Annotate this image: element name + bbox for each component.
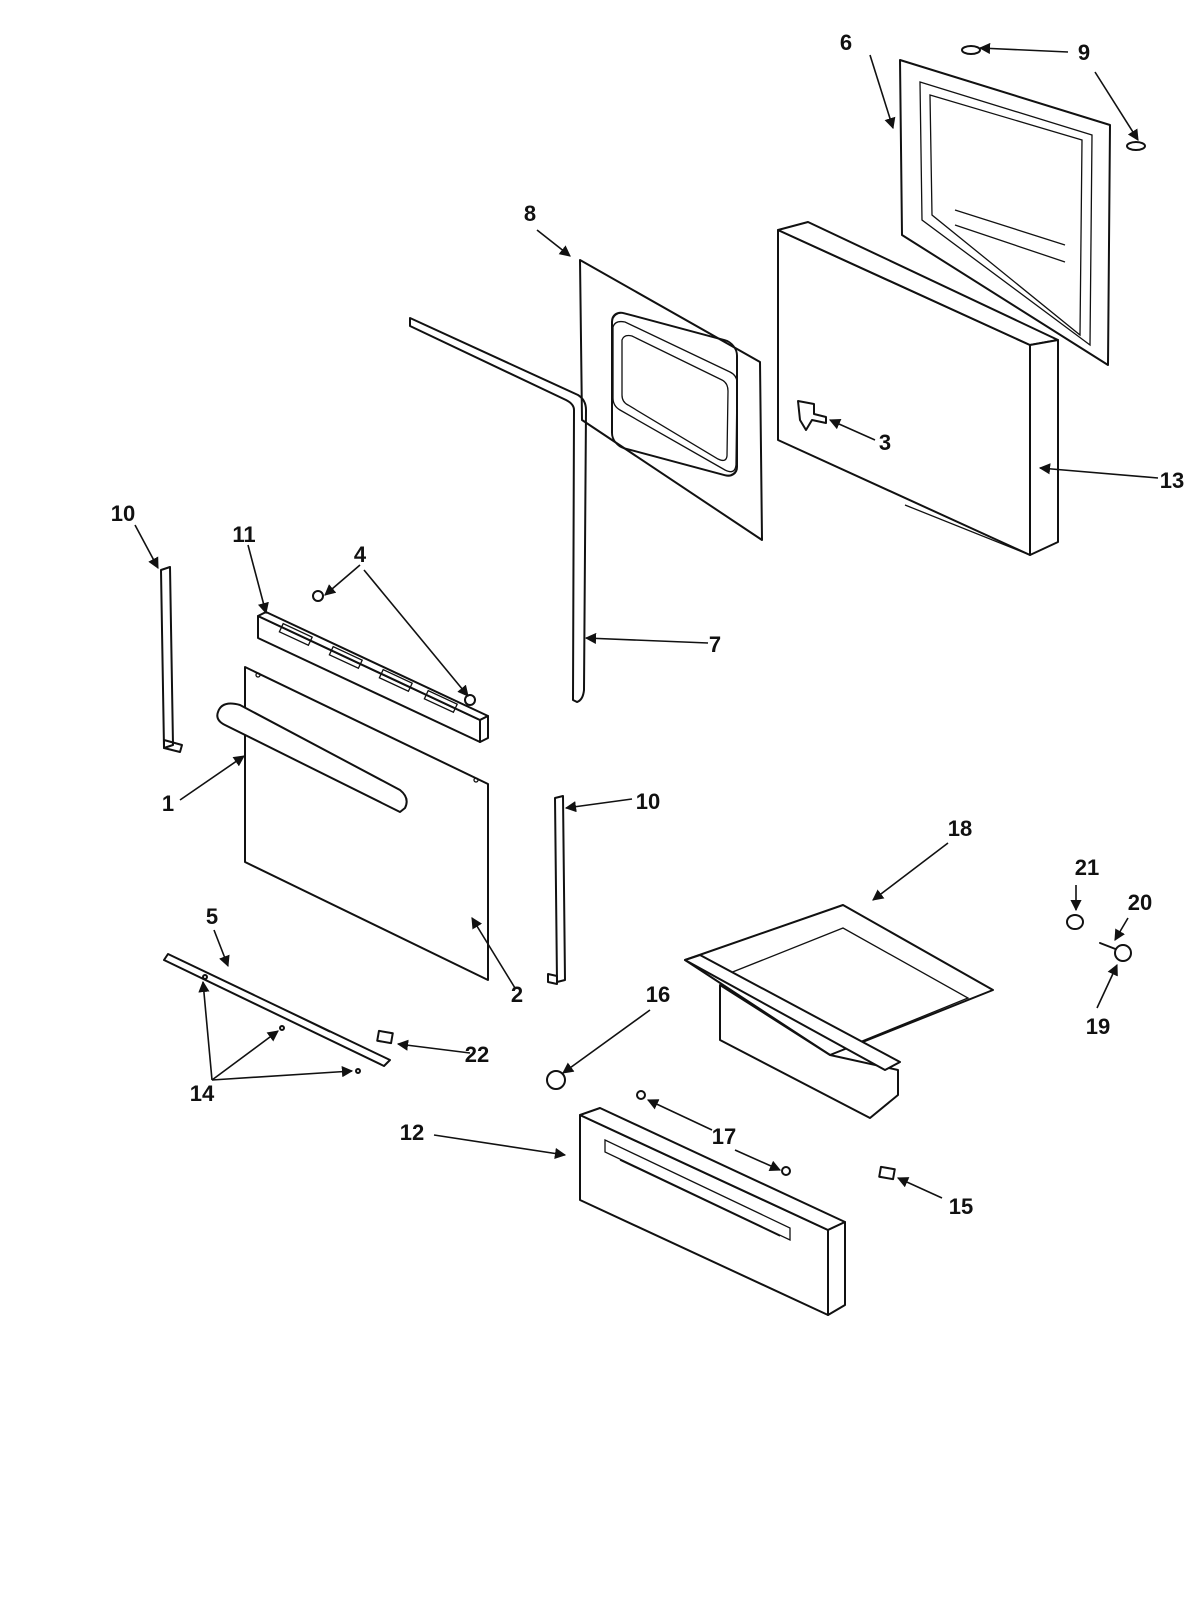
- leader-lines: [134, 42, 1159, 1199]
- part-22-clip: [376, 1029, 394, 1045]
- callout-10-left: 10: [111, 501, 135, 526]
- part-21-nut: [1066, 914, 1084, 930]
- part-14-fasteners: [202, 974, 361, 1074]
- part-1-handle: [216, 702, 408, 813]
- callout-4: 4: [354, 542, 367, 567]
- callout-7: 7: [709, 632, 721, 657]
- callout-2: 2: [511, 982, 523, 1007]
- part-15-clip: [878, 1165, 896, 1181]
- part-11-vent-trim: [257, 611, 489, 743]
- callout-13: 13: [1160, 468, 1184, 493]
- part-8-door-liner: [579, 259, 763, 541]
- callout-15: 15: [949, 1194, 973, 1219]
- part-20-roller-stud: [1099, 942, 1119, 951]
- callout-3: 3: [879, 430, 891, 455]
- part-17-screws: [636, 1090, 791, 1176]
- callout-12: 12: [400, 1120, 424, 1145]
- callout-20: 20: [1128, 890, 1152, 915]
- callout-21: 21: [1075, 855, 1099, 880]
- part-7-gasket: [409, 317, 587, 703]
- part-5-bottom-trim: [163, 953, 391, 1067]
- callout-14: 14: [190, 1081, 215, 1106]
- part-10-left-strip: [160, 566, 183, 753]
- part-13-insulation: [777, 221, 1059, 556]
- callout-16: 16: [646, 982, 670, 1007]
- callout-10-center: 10: [636, 789, 660, 814]
- part-16-bumper: [546, 1070, 566, 1090]
- callout-11: 11: [232, 522, 255, 547]
- callout-18: 18: [948, 816, 972, 841]
- callout-1: 1: [162, 791, 174, 816]
- callout-6: 6: [840, 30, 852, 55]
- callout-17: 17: [712, 1124, 736, 1149]
- part-10-center-strip: [547, 795, 566, 985]
- part-6-inner-door-frame: [899, 59, 1111, 366]
- part-12-drawer-front: [579, 1107, 846, 1316]
- part-18-drawer: [684, 904, 994, 1119]
- callout-8: 8: [524, 201, 536, 226]
- part-19-roller: [1114, 944, 1132, 962]
- part-3-bracket: [797, 400, 827, 431]
- callout-5: 5: [206, 904, 218, 929]
- callout-labels: 1 2 3 4 5 6 7 8 9 10 10 11 12 13 14 15 1…: [111, 30, 1184, 1219]
- callout-22: 22: [465, 1042, 489, 1067]
- callout-9: 9: [1078, 40, 1090, 65]
- callout-19: 19: [1086, 1014, 1110, 1039]
- part-4-screws: [312, 590, 476, 706]
